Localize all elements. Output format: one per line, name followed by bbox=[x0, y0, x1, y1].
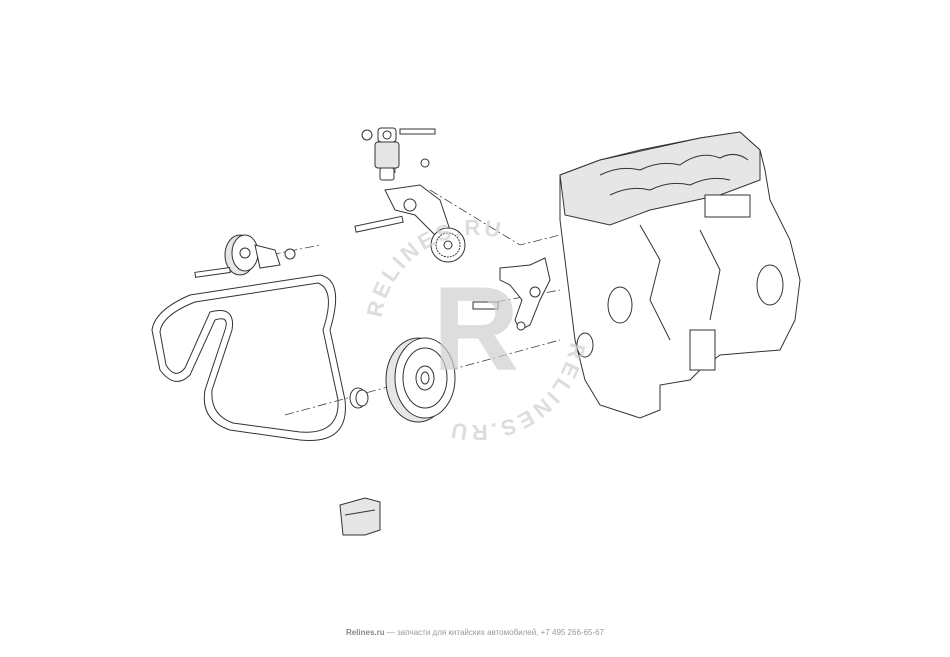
small-nut bbox=[420, 158, 430, 168]
engine-block bbox=[559, 131, 801, 419]
mounting-bracket bbox=[472, 257, 551, 331]
tensioner-stud bbox=[399, 128, 436, 135]
bracket-bolt bbox=[472, 301, 499, 310]
footer: Relines.ru — запчасти для китайских авто… bbox=[0, 628, 950, 637]
idler-nut bbox=[284, 248, 296, 260]
watermark: R RELINES.RU RELINES.RU bbox=[362, 215, 587, 445]
idler-bolt bbox=[194, 266, 231, 278]
tensioner-nut bbox=[361, 129, 373, 141]
cover-part bbox=[339, 497, 381, 536]
crankshaft-pulley bbox=[385, 337, 456, 423]
footer-text: — запчасти для китайских автомобилей, +7… bbox=[384, 628, 605, 637]
tensioner-arm bbox=[354, 184, 466, 263]
serpentine-belt bbox=[151, 274, 346, 441]
watermark-letter: R bbox=[433, 262, 520, 396]
footer-brand-link[interactable]: Relines.ru bbox=[345, 628, 385, 637]
idler-pulley bbox=[194, 234, 296, 278]
crank-bolt bbox=[349, 387, 369, 409]
tensioner-damper bbox=[361, 127, 436, 181]
arm-bolt bbox=[354, 215, 404, 233]
